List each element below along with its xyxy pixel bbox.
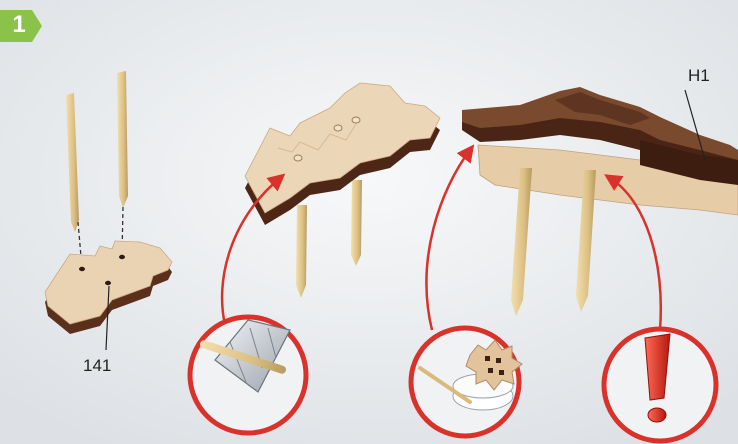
hole-1 [79, 267, 85, 271]
peg-middle-2 [351, 180, 362, 266]
step-number-badge: 1 [0, 8, 42, 42]
hole-2 [119, 255, 125, 259]
hole-3 [105, 281, 111, 285]
part-label-h1: H1 [688, 66, 710, 86]
part-label-141: 141 [83, 356, 111, 376]
hole-middle-1 [294, 155, 302, 161]
callout-warning [604, 329, 716, 441]
hole-middle-3 [352, 117, 360, 123]
peg-middle-1 [296, 205, 307, 298]
hole-middle-2 [334, 125, 342, 131]
callout-glue [411, 328, 522, 436]
callout-knife [190, 317, 306, 433]
step-number: 1 [6, 10, 32, 40]
